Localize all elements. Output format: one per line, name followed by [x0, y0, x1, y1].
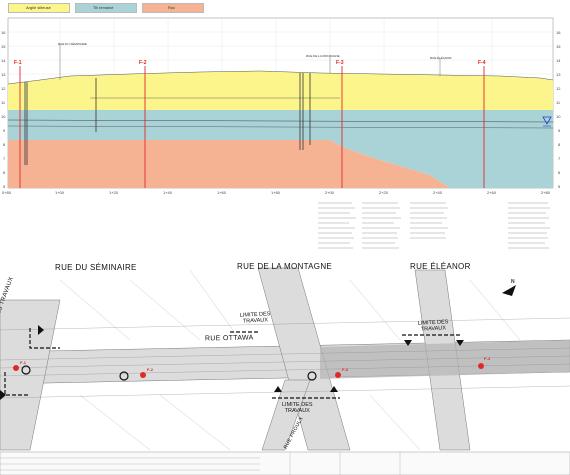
manhole-structures [24, 73, 311, 165]
work-zone-shade [320, 340, 570, 379]
plan-borehole-dots [13, 363, 484, 378]
plan-borehole-f4: F-4 [484, 356, 490, 361]
plan-street-montagne: RUE DE LA MONTAGNE [237, 262, 333, 271]
title-block [0, 451, 570, 475]
legend-swatch-clay [8, 3, 70, 13]
clay-layer [8, 71, 553, 110]
north-arrow-icon [502, 285, 516, 296]
pipe-line [7, 119, 554, 123]
profile-street-seminaire: RUE DU SÉMINAIRE [58, 42, 87, 46]
legend-swatch-rock [142, 3, 204, 13]
plan-borehole-f1: F-1 [20, 360, 26, 365]
plan-street-eleanor: RUE ÉLÉANOR [410, 262, 471, 271]
rock-layer [8, 140, 450, 188]
profile-borehole-f1: F-1 [14, 60, 22, 66]
pipe-line-lower [7, 125, 554, 129]
borehole-lines [19, 66, 485, 188]
plan-borehole-f3: F-3 [342, 367, 348, 372]
legend-swatch-till [75, 3, 137, 13]
manhole-symbols [21, 365, 317, 381]
plan-borehole-f2: F-2 [147, 367, 153, 372]
legend-label-rock: Roc [168, 5, 176, 10]
limit-arrows [0, 325, 464, 400]
profile-street-montagne: RUE DE LA MONTAGNE [306, 54, 340, 58]
profile-borehole-f2: F-2 [139, 60, 147, 66]
profile-borehole-f4: F-4 [478, 60, 486, 66]
profile-street-eleanor: RUE ÉLÉANOR [430, 56, 452, 60]
legend-label-till: Till remanié [93, 5, 114, 10]
plan-street-seminaire: RUE DU SÉMINAIRE [55, 263, 137, 272]
plan-street-ottawa: RUE OTTAWA [204, 334, 254, 343]
north-arrow-label: N [511, 279, 515, 285]
water-level-icon [542, 116, 552, 125]
profile-borehole-f3: F-3 [336, 60, 344, 66]
ground-surface-line [7, 70, 554, 85]
legend-label-clay: Argile silteuse [26, 5, 51, 10]
till-layer [8, 110, 553, 188]
limit-brackets [4, 328, 460, 399]
